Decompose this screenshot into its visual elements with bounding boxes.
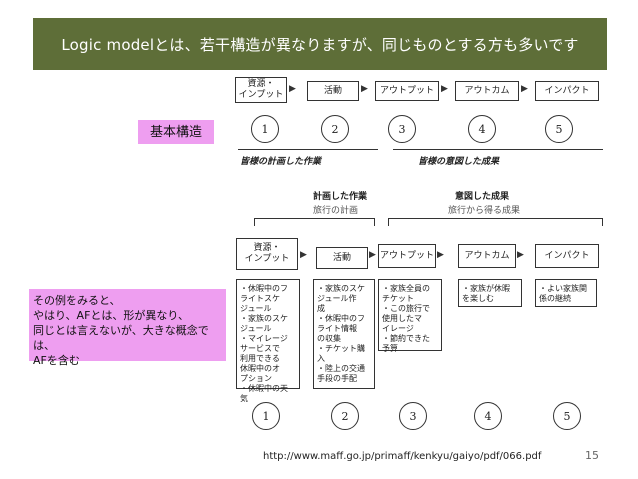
planned-bracket: [238, 149, 378, 150]
arrow-icon: ▶: [437, 250, 444, 260]
intended-subheading: 旅行から得る成果: [448, 206, 521, 216]
top-stage-output: アウトプット: [375, 81, 439, 101]
bottom-stage-outcome: アウトカム: [458, 244, 516, 268]
top-step-4: 4: [468, 115, 496, 143]
top-step-3: 3: [388, 115, 416, 143]
arrow-icon: ▶: [361, 84, 368, 94]
bracket-tick: [388, 218, 389, 226]
top-step-5: 5: [545, 115, 573, 143]
bottom-step-2: 2: [331, 402, 359, 430]
detail-output-list: ・家族全員の チケット ・この旅行で 使用したマ イレージ ・節約できた 予算: [378, 279, 442, 353]
intended-heading: 意図した成果: [455, 192, 510, 202]
source-link[interactable]: http://www.maff.go.jp/primaff/kenkyu/gai…: [263, 451, 542, 462]
arrow-icon: ▶: [369, 250, 376, 260]
detail-activity-list: ・家族のスケ ジュール作 成 ・休暇中のフ ライト情報 の収集 ・チケット購 入…: [313, 279, 375, 389]
top-intended-label: 皆様の意図した成果: [418, 157, 500, 167]
bottom-stage-impact: インパクト: [535, 244, 599, 268]
planned-subheading: 旅行の計画: [313, 206, 359, 216]
planned-bracket-bottom: [254, 218, 374, 219]
bottom-step-3: 3: [399, 402, 427, 430]
bottom-step-4: 4: [474, 402, 502, 430]
top-stage-outcome: アウトカム: [455, 81, 519, 101]
bottom-stage-activity: 活動: [316, 247, 368, 269]
arrow-icon: ▶: [521, 84, 528, 94]
detail-outcome-list: ・家族が休暇 を楽しむ: [458, 279, 522, 307]
top-step-2: 2: [321, 115, 349, 143]
bottom-step-5: 5: [553, 402, 581, 430]
detail-impact-list: ・よい家族関 係の継続: [535, 279, 597, 307]
page-number: 15: [585, 449, 599, 462]
intended-bracket-bottom: [388, 218, 602, 219]
detail-input-list: ・休暇中のフ ライトスケ ジュール ・家族のスケ ジュール ・マイレージ サービ…: [236, 279, 300, 403]
slide-title: Logic modelとは、若干構造が異なりますが、同じものとする方も多いです: [61, 35, 579, 54]
top-stage-impact: インパクト: [535, 81, 599, 101]
arrow-icon: ▶: [289, 84, 296, 94]
example-note: その例をみると、 やはり、AFとは、形が異なり、 同じとは言えないが、大きな概念…: [29, 289, 226, 367]
arrow-icon: ▶: [300, 250, 307, 260]
bottom-step-1: 1: [252, 402, 280, 430]
basic-structure-label: 基本構造: [138, 120, 214, 144]
top-stage-activity: 活動: [307, 81, 359, 101]
top-step-1: 1: [251, 115, 279, 143]
bottom-stage-output: アウトプット: [378, 244, 436, 268]
intended-bracket: [393, 149, 603, 150]
arrow-icon: ▶: [441, 84, 448, 94]
slide-title-bar: Logic modelとは、若干構造が異なりますが、同じものとする方も多いです: [33, 18, 607, 70]
bracket-tick: [602, 218, 603, 226]
top-stage-input: 資源・ インプット: [235, 77, 287, 103]
top-planned-label: 皆様の計画した作業: [240, 157, 322, 167]
arrow-icon: ▶: [517, 250, 524, 260]
bracket-tick: [374, 218, 375, 226]
planned-heading: 計画した作業: [313, 192, 368, 202]
bracket-tick: [254, 218, 255, 226]
bottom-stage-input: 資源・ インプット: [236, 238, 298, 270]
